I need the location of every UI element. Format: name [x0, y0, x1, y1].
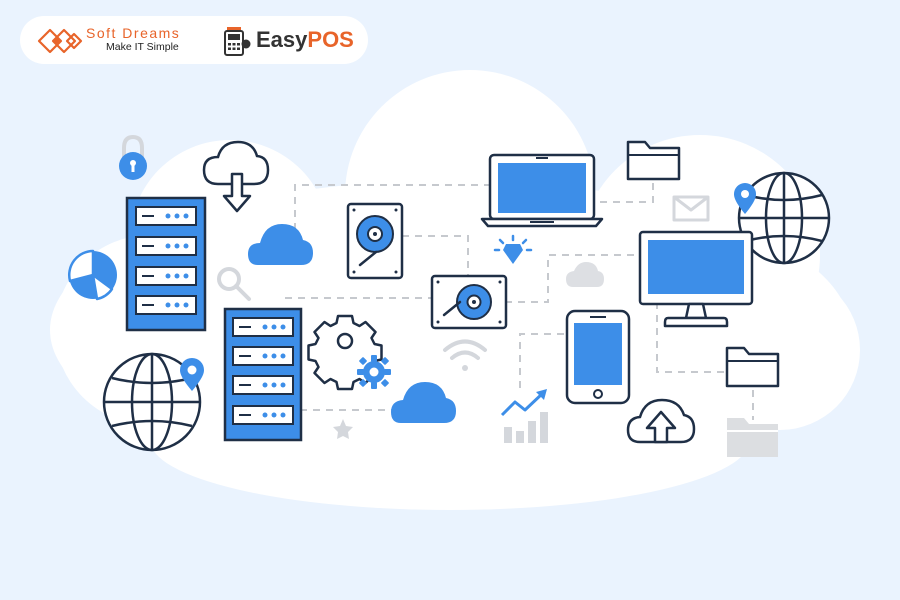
- softdreams-name: Soft Dreams: [86, 25, 181, 41]
- magnifier-icon: [217, 267, 251, 301]
- pie-chart-icon: [68, 249, 117, 301]
- laptop-icon: [480, 153, 604, 228]
- map-pin-icon: [180, 358, 204, 391]
- cloud-arrow-down-icon: [202, 140, 270, 213]
- lightbulb-icon: [493, 234, 533, 264]
- trend-chart-icon: [500, 389, 548, 443]
- softdreams-tagline: Make IT Simple: [106, 41, 179, 53]
- cloud-icon: [566, 262, 604, 287]
- brand-logo-bar: Soft Dreams Make IT Simple EasyPOS: [20, 16, 368, 64]
- folder-icon: [727, 418, 778, 457]
- server-rack-icon: [223, 307, 303, 442]
- cloud-icon: [391, 382, 456, 423]
- folder-icon: [626, 140, 681, 181]
- wifi-icon: [443, 339, 487, 371]
- cloud-icon: [248, 224, 313, 265]
- lock-icon: [119, 134, 147, 180]
- easypos-wordmark: EasyPOS: [256, 27, 354, 53]
- server-rack-icon: [125, 196, 207, 332]
- gear-icon: [357, 355, 391, 389]
- easypos-suffix: POS: [307, 27, 354, 52]
- softdreams-wordmark: Soft Dreams Make IT Simple: [86, 25, 206, 54]
- map-pin-icon: [734, 183, 756, 214]
- monitor-icon: [638, 230, 754, 328]
- softdreams-logo-mark: [37, 28, 83, 54]
- globe-icon: [102, 352, 202, 452]
- easypos-prefix: Easy: [256, 27, 308, 52]
- tablet-icon: [565, 309, 631, 405]
- hard-drive-icon: [430, 274, 508, 330]
- mail-icon: [672, 195, 710, 222]
- hard-drive-icon: [346, 202, 404, 280]
- upload-cloud-icon: [626, 398, 696, 444]
- folder-icon: [725, 346, 780, 388]
- pos-terminal-icon: [224, 27, 251, 56]
- star-icon: [333, 419, 353, 439]
